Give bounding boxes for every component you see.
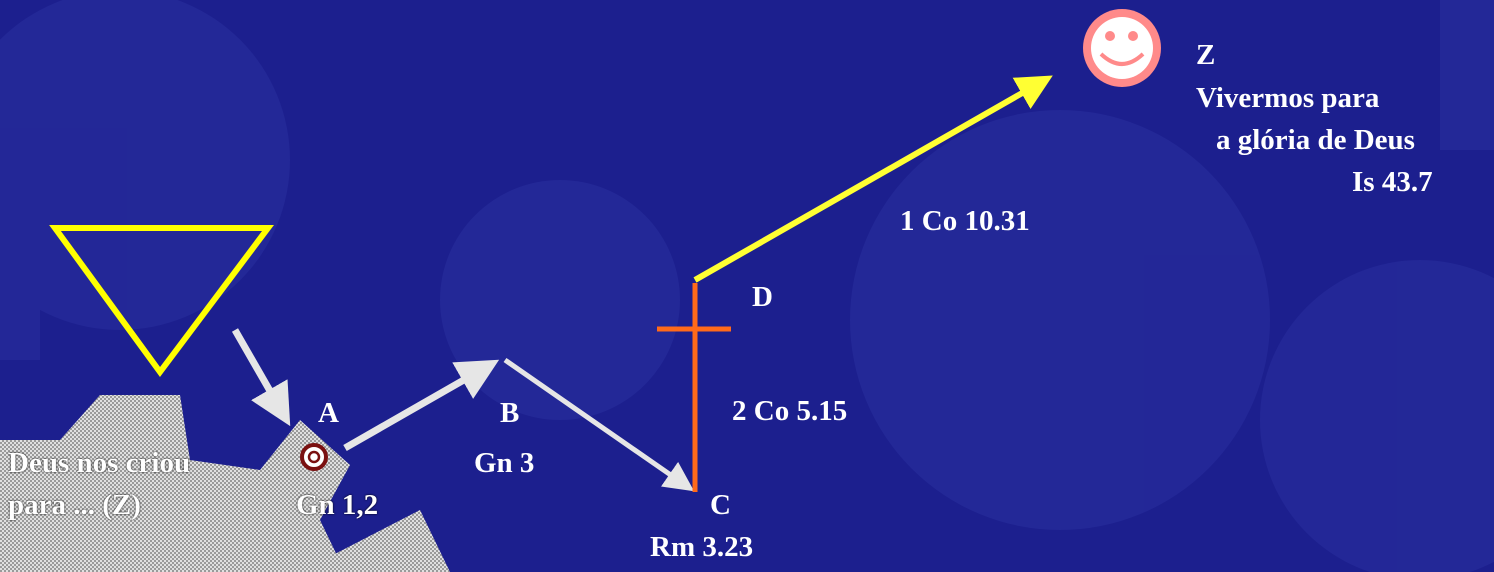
goal-ref-label: Is 43.7 bbox=[1352, 166, 1433, 198]
creation-label-line1: Deus nos criou bbox=[8, 447, 191, 479]
dotted-gear-overlay bbox=[300, 510, 450, 572]
gear-tooth bbox=[1440, 0, 1494, 150]
arrow-triangle-to-a bbox=[231, 328, 291, 427]
point-c-label: C bbox=[710, 489, 731, 521]
ref-cross-label: 2 Co 5.15 bbox=[732, 395, 848, 427]
gear-shape bbox=[850, 110, 1270, 530]
goal-label-line2: a glória de Deus bbox=[1216, 124, 1415, 156]
gear-tooth bbox=[0, 240, 40, 360]
smiley-icon bbox=[1083, 9, 1161, 87]
arrow-a-to-b bbox=[343, 359, 500, 452]
arrow-d-to-z bbox=[693, 75, 1053, 283]
gear-shape bbox=[0, 0, 290, 330]
ref-b-label: Gn 3 bbox=[474, 447, 535, 479]
creation-label-line2: para ... (Z) bbox=[8, 489, 141, 521]
point-d-label: D bbox=[752, 281, 773, 313]
point-z-label: Z bbox=[1196, 39, 1216, 71]
triangle-icon bbox=[49, 225, 274, 378]
point-a-label: A bbox=[318, 397, 339, 429]
gear-shape bbox=[1260, 260, 1494, 572]
cross-icon bbox=[657, 283, 731, 492]
ref-c-label: Rm 3.23 bbox=[650, 531, 754, 563]
gear-shape bbox=[440, 180, 680, 420]
dotted-gear-overlay bbox=[0, 395, 350, 572]
target-icon bbox=[300, 443, 328, 471]
ref-path-label: 1 Co 10.31 bbox=[900, 205, 1030, 237]
point-b-label: B bbox=[500, 397, 520, 429]
goal-label-line1: Vivermos para bbox=[1196, 82, 1380, 114]
ref-a-label: Gn 1,2 bbox=[296, 489, 379, 521]
arrow-b-to-c bbox=[503, 357, 695, 492]
